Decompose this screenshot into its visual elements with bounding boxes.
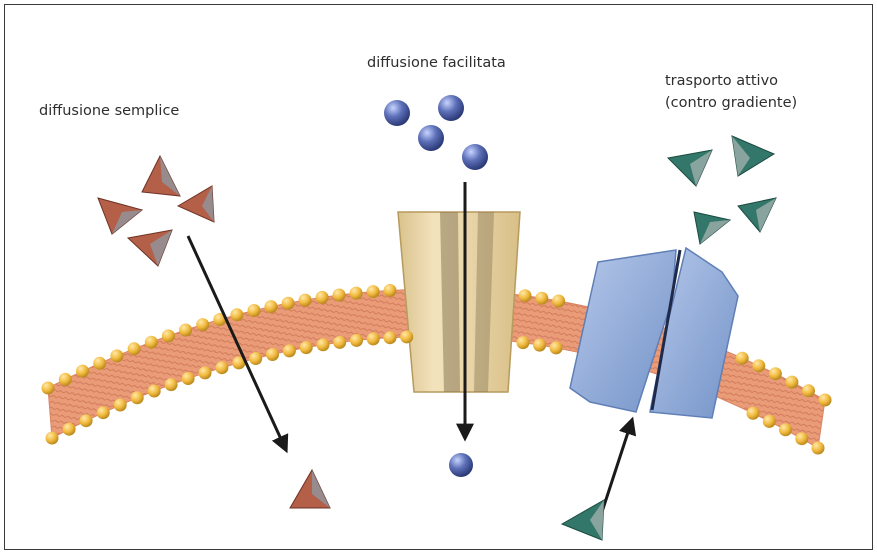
lipid-head (248, 304, 261, 317)
lipid-head (769, 367, 782, 380)
label-simple-diffusion: diffusione semplice (39, 100, 179, 122)
lipid-head (93, 357, 106, 370)
molecule-green-triangle (738, 198, 776, 232)
lipid-head (97, 406, 110, 419)
lipid-head (350, 287, 363, 300)
molecule-blue (449, 453, 473, 477)
lipid-head (763, 415, 776, 428)
lipid-head (552, 295, 565, 308)
lipid-head (747, 407, 760, 420)
lipid-head (736, 352, 749, 365)
lipid-head (812, 442, 825, 455)
lipid-head (550, 341, 563, 354)
molecule-green-triangle (562, 500, 604, 540)
lipid-head (752, 359, 765, 372)
lipid-head (265, 300, 278, 313)
lipid-head (59, 373, 72, 386)
lipid-head (300, 341, 313, 354)
lipid-head (63, 423, 76, 436)
label-active-transport-line1: trasporto attivo (665, 70, 778, 92)
lipid-head (802, 384, 815, 397)
lipid-head (316, 291, 329, 304)
molecule-red-triangle (290, 470, 330, 508)
molecule-blue (384, 100, 410, 126)
molecule-blue (438, 95, 464, 121)
molecule-red-triangle (98, 198, 142, 234)
lipid-head (400, 330, 413, 343)
lipid-head (795, 432, 808, 445)
lipid-head (266, 348, 279, 361)
lipid-head (779, 423, 792, 436)
lipid-head (533, 339, 546, 352)
lipid-head (519, 289, 532, 302)
lipid-head (517, 336, 530, 349)
molecule-blue (462, 144, 488, 170)
lipid-head (249, 352, 262, 365)
lipid-head (148, 385, 161, 398)
lipid-head (333, 289, 346, 302)
lipid-head (46, 432, 59, 445)
lipid-head (42, 382, 55, 395)
lipid-head (350, 334, 363, 347)
lipid-head (230, 308, 243, 321)
molecule-red-triangle (178, 186, 214, 222)
pump-protein (570, 248, 738, 418)
lipid-head (384, 284, 397, 297)
lipid-head (283, 344, 296, 357)
lipid-head (333, 336, 346, 349)
lipid-head (179, 324, 192, 337)
lipid-head (299, 294, 312, 307)
molecule-green-triangle (694, 212, 730, 244)
lipid-head (196, 318, 209, 331)
molecule-blue (418, 125, 444, 151)
label-facilitated-diffusion: diffusione facilitata (367, 52, 506, 74)
lipid-head (145, 336, 158, 349)
lipid-head (80, 414, 93, 427)
channel-protein (398, 212, 520, 392)
lipid-head (215, 361, 228, 374)
molecule-red-triangle (142, 156, 180, 196)
lipid-head (114, 399, 127, 412)
lipid-head (165, 378, 178, 391)
lipid-head (128, 342, 141, 355)
lipid-head (367, 332, 380, 345)
molecule-green-triangle (732, 136, 774, 176)
molecule-red-triangle (128, 230, 172, 266)
arrow-active-transport (600, 420, 632, 518)
lipid-head (535, 292, 548, 305)
lipid-head (76, 365, 89, 378)
label-active-transport-line2: (contro gradiente) (665, 92, 797, 114)
lipid-head (785, 376, 798, 389)
lipid-head (199, 366, 212, 379)
molecule-green-triangle (668, 150, 712, 186)
lipid-head (110, 349, 123, 362)
lipid-head (384, 331, 397, 344)
lipid-head (162, 329, 175, 342)
lipid-head (317, 338, 330, 351)
lipid-head (182, 372, 195, 385)
lipid-head (819, 394, 832, 407)
lipid-head (282, 297, 295, 310)
lipid-head (367, 285, 380, 298)
lipid-head (131, 391, 144, 404)
